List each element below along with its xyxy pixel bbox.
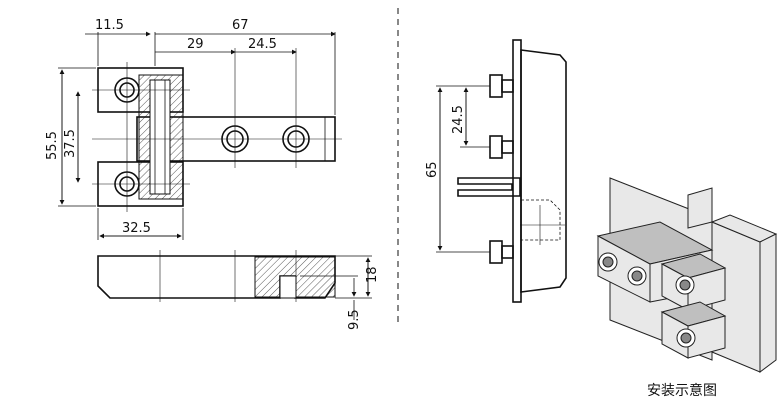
left-dimensions [58,67,96,207]
screw-4 [676,328,696,348]
dim-67: 67 [232,18,249,33]
middle-view [436,39,567,303]
bolt-top [489,74,514,98]
side-view [97,250,372,320]
screw-2 [627,266,647,286]
dim-11-5: 11.5 [95,18,124,33]
dim-37-5: 37.5 [63,129,78,158]
caption-installation-diagram: 安装示意图 [647,382,717,399]
bottom-dimension [97,208,184,240]
dim-18: 18 [365,266,380,283]
isometric-view [596,177,778,373]
dim-9-5: 9.5 [347,309,362,330]
screw-3 [675,275,695,295]
screw-1 [598,252,618,272]
front-view [92,48,342,212]
dim-32-5: 32.5 [122,221,151,236]
dim-65: 65 [425,161,440,178]
top-dimensions [85,31,336,115]
dim-29: 29 [187,37,204,52]
dim-24-5-mid: 24.5 [451,105,466,134]
bolt-mid [489,135,514,159]
dim-55-5: 55.5 [45,131,60,160]
bolt-bottom [489,240,514,264]
dim-24-5-top: 24.5 [248,37,277,52]
